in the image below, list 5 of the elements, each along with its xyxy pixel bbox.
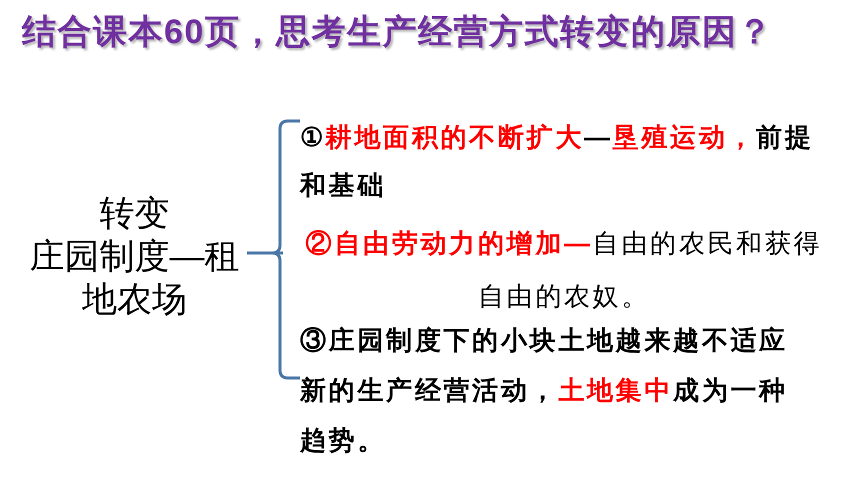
title: 结合课本60页，思考生产经营方式转变的原因？ <box>22 12 773 53</box>
topic-text: 庄园制度—租地农场 <box>28 236 240 321</box>
bracket-connector <box>247 252 300 380</box>
heading-text: 转变 <box>100 193 170 235</box>
list-item-text: ①耕地面积的不断扩大—垦殖运动，前提和基础 <box>300 113 830 209</box>
